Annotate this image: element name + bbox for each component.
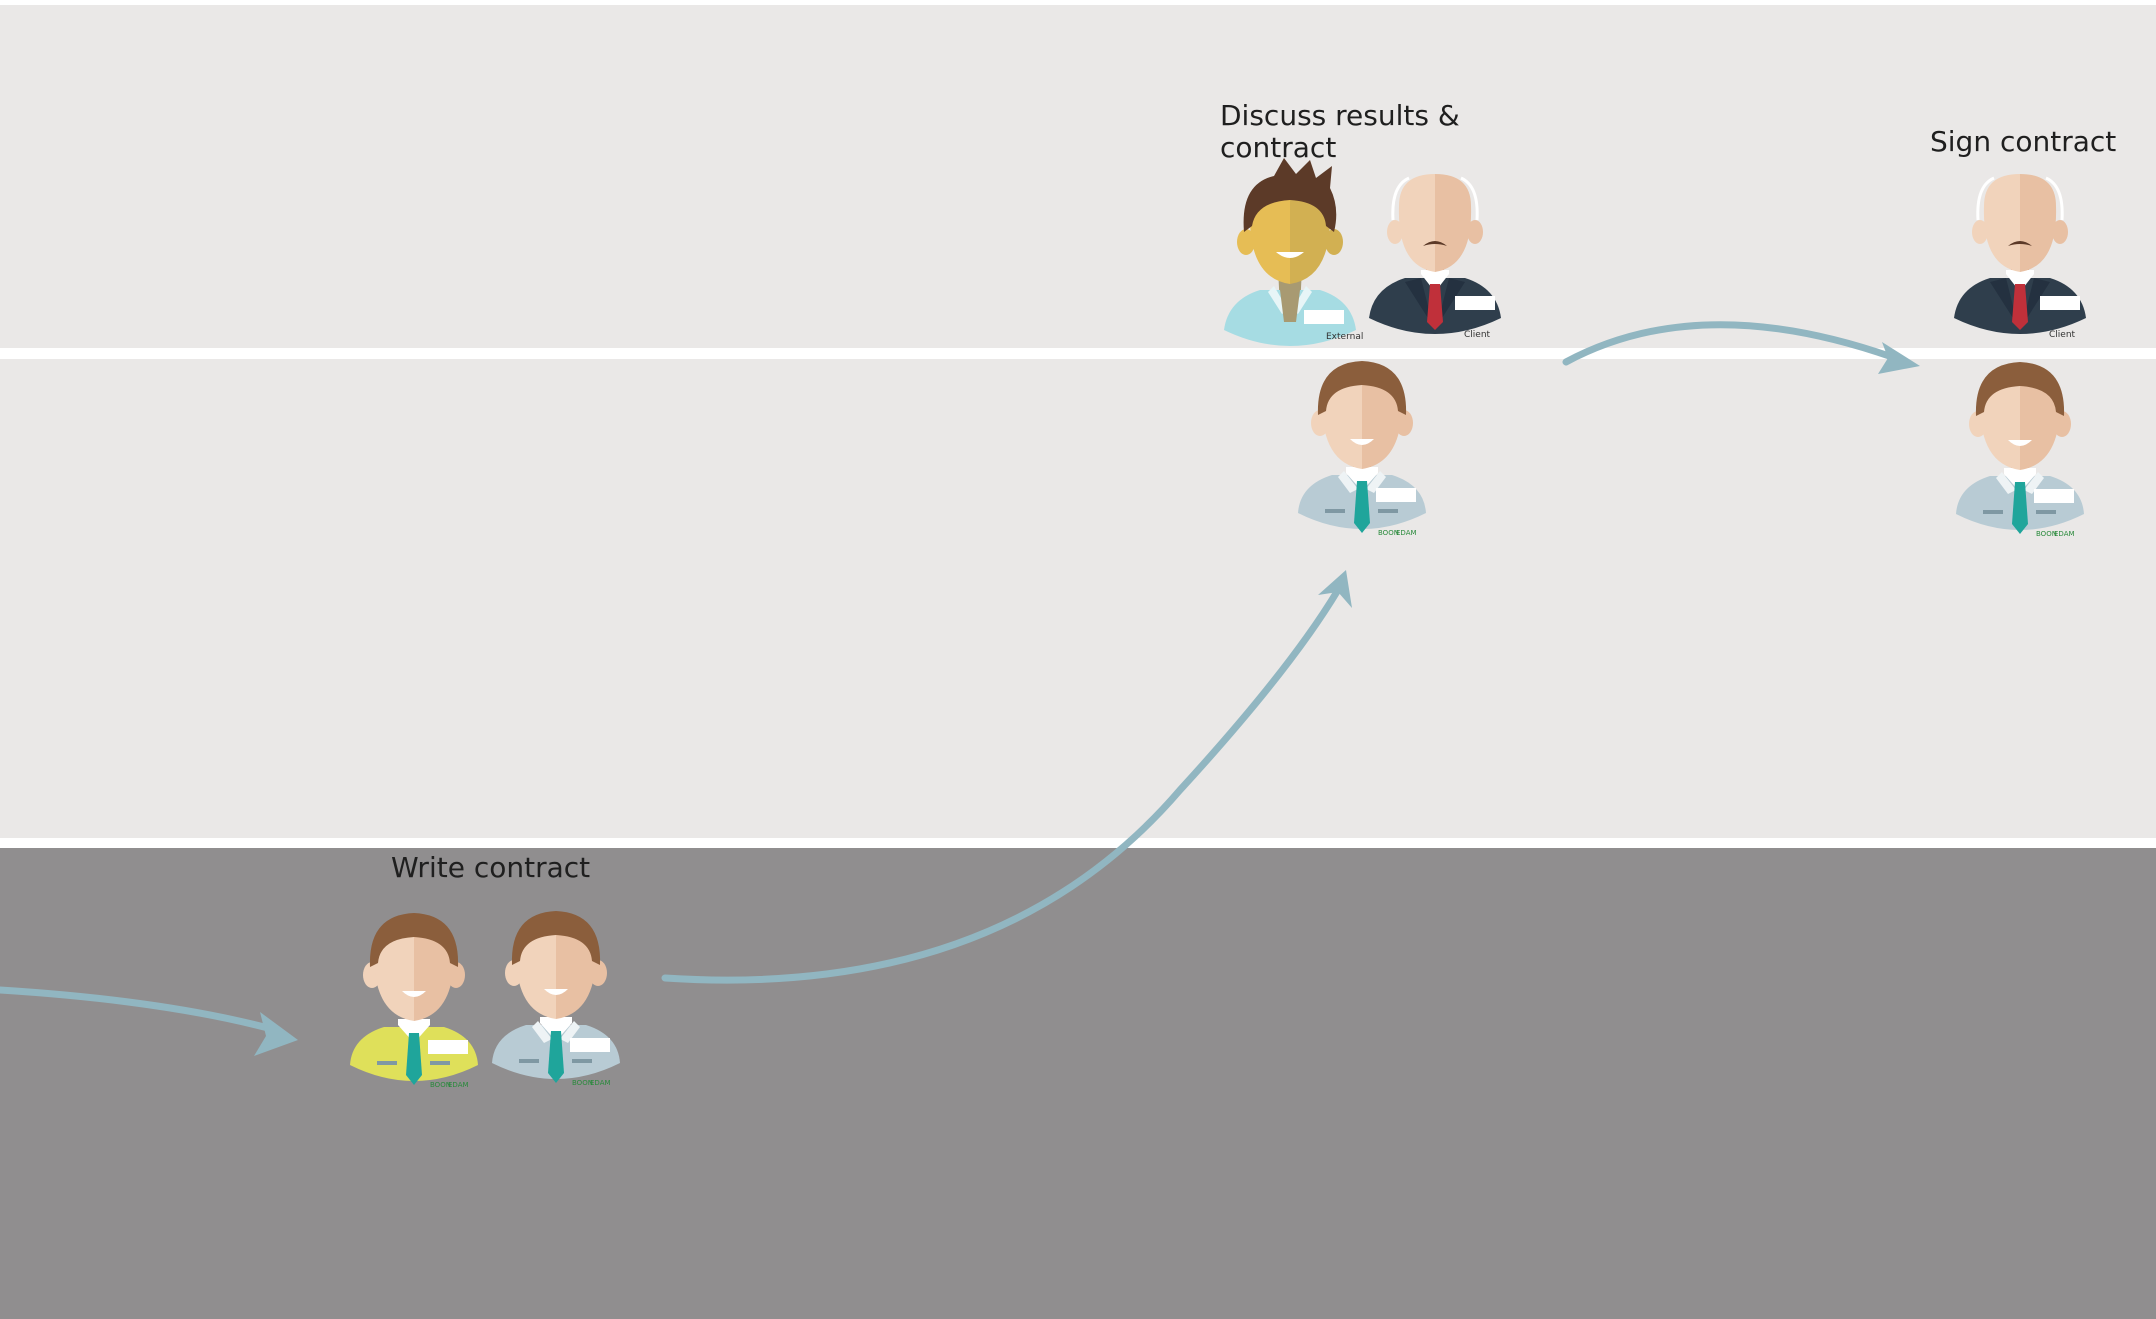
badge-client: Client bbox=[1464, 330, 1491, 340]
step-label-write: Write contract bbox=[391, 851, 591, 884]
badge-company-b: EDAM bbox=[2054, 530, 2075, 538]
badge-company-b: EDAM bbox=[590, 1079, 611, 1087]
arrow-discuss-to-sign bbox=[1562, 321, 1896, 366]
flow-arrow-icon bbox=[0, 321, 1896, 1032]
arrowhead-write bbox=[254, 1012, 298, 1056]
swimlane-bottom bbox=[0, 848, 2156, 1319]
badge-company-b: EDAM bbox=[448, 1081, 469, 1089]
badge-company: BOON bbox=[2036, 530, 2057, 538]
employee-avatar-icon: BOON EDAM bbox=[350, 913, 478, 1089]
client-icon: Client bbox=[1367, 172, 1503, 340]
arrow-start-to-write bbox=[0, 986, 272, 1032]
employee-avatar-icon: BOON EDAM bbox=[1298, 361, 1426, 537]
arrowheads bbox=[254, 342, 1920, 1056]
badge-external: External bbox=[1326, 332, 1363, 342]
badge-company-b: EDAM bbox=[1396, 529, 1417, 537]
badge-company: BOON bbox=[572, 1079, 593, 1087]
swimlane-top bbox=[0, 5, 2156, 348]
arrow-write-to-discuss bbox=[661, 586, 1342, 984]
arrowhead-discuss bbox=[1318, 570, 1352, 608]
client-icon: Client bbox=[1952, 172, 2088, 340]
employee-avatar-icon: BOON EDAM bbox=[1956, 362, 2084, 538]
employee-avatar-icon: BOON EDAM bbox=[492, 911, 620, 1087]
step-label-sign: Sign contract bbox=[1930, 125, 2117, 158]
badge-company: BOON bbox=[1378, 529, 1399, 537]
external-consultant-icon: External bbox=[1224, 158, 1363, 346]
arrowhead-sign bbox=[1878, 342, 1920, 374]
badge-company: BOON bbox=[430, 1081, 451, 1089]
step-label-discuss: Discuss results & contract bbox=[1220, 99, 1460, 164]
badge-client: Client bbox=[2049, 330, 2076, 340]
swimlane-middle bbox=[0, 359, 2156, 838]
